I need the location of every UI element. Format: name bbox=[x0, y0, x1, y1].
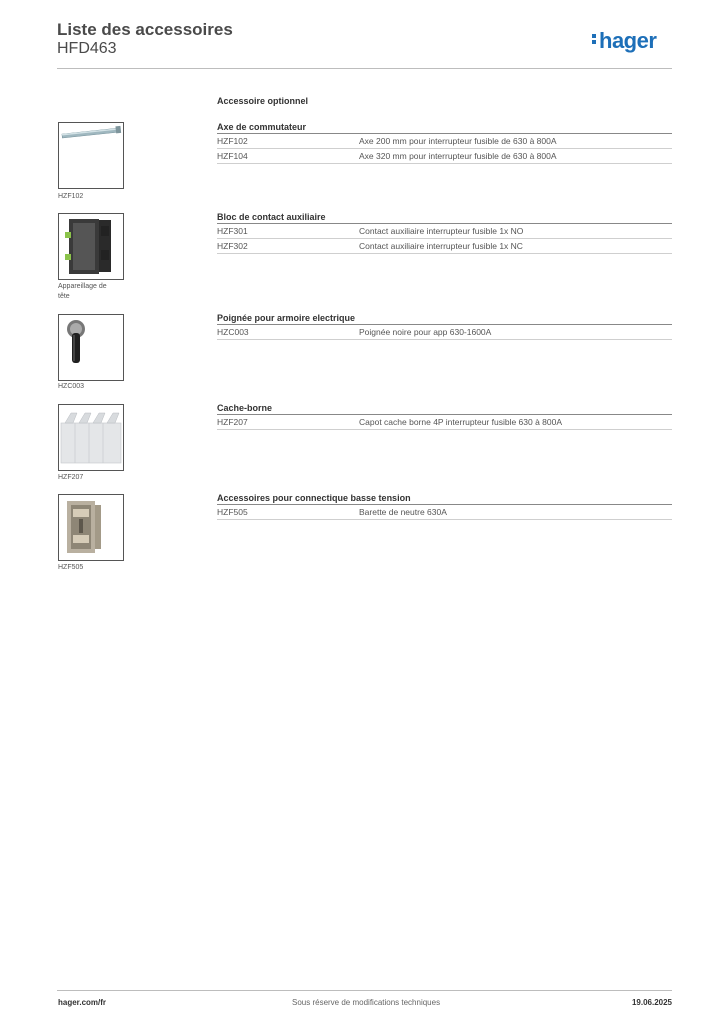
table-row: HZC003 Poignée noire pour app 630-1600A bbox=[217, 325, 672, 340]
group-title: Accessoires pour connectique basse tensi… bbox=[217, 493, 672, 505]
image-caption: HZF207 bbox=[58, 474, 84, 481]
logo-dots-icon bbox=[592, 32, 598, 46]
group-title: Bloc de contact auxiliaire bbox=[217, 212, 672, 224]
article-description: Axe 200 mm pour interrupteur fusible de … bbox=[359, 136, 557, 146]
accessory-group: Accessoires pour connectique basse tensi… bbox=[217, 493, 672, 520]
neutral-bar-icon bbox=[67, 501, 101, 553]
table-row: HZF104 Axe 320 mm pour interrupteur fusi… bbox=[217, 149, 672, 164]
auxiliary-contact-icon bbox=[65, 219, 111, 274]
image-caption: HZF505 bbox=[58, 564, 84, 571]
image-caption: HZF102 bbox=[58, 193, 84, 200]
header-divider bbox=[57, 68, 672, 69]
table-row: HZF301 Contact auxiliaire interrupteur f… bbox=[217, 224, 672, 239]
page-title: Liste des accessoires bbox=[57, 20, 233, 39]
section-title: Accessoire optionnel bbox=[217, 96, 309, 106]
table-row: HZF207 Capot cache borne 4P interrupteur… bbox=[217, 415, 672, 430]
terminal-cover-icon bbox=[60, 412, 122, 464]
switch-shaft-icon bbox=[61, 125, 122, 139]
footer-website-link[interactable]: hager.com/fr bbox=[58, 998, 107, 1007]
handle-icon bbox=[67, 320, 85, 363]
article-code: HZF505 bbox=[217, 507, 248, 517]
article-code: HZF301 bbox=[217, 226, 248, 236]
article-description: Contact auxiliaire interrupteur fusible … bbox=[359, 241, 523, 251]
table-row: HZF302 Contact auxiliaire interrupteur f… bbox=[217, 239, 672, 254]
image-caption: Appareillage de tête bbox=[58, 283, 107, 300]
footer-divider bbox=[57, 990, 672, 991]
accessory-group: Bloc de contact auxiliaire HZF301 Contac… bbox=[217, 212, 672, 254]
product-image-hzf102 bbox=[58, 122, 124, 189]
footer-date: 19.06.2025 bbox=[631, 998, 672, 1007]
footer-disclaimer: Sous réserve de modifications techniques bbox=[292, 998, 441, 1007]
hager-logo: hager bbox=[592, 28, 657, 54]
article-code: HZF302 bbox=[217, 241, 248, 251]
product-image-auxiliary-contact bbox=[58, 213, 124, 280]
product-image-hzf207 bbox=[58, 404, 124, 471]
accessory-group: Cache-borne HZF207 Capot cache borne 4P … bbox=[217, 403, 672, 430]
article-code: HZF102 bbox=[217, 136, 248, 146]
table-row: HZF505 Barette de neutre 630A bbox=[217, 505, 672, 520]
group-title: Axe de commutateur bbox=[217, 122, 672, 134]
article-description: Capot cache borne 4P interrupteur fusibl… bbox=[359, 417, 563, 427]
product-image-hzf505 bbox=[58, 494, 124, 561]
accessory-group: Poignée pour armoire electrique HZC003 P… bbox=[217, 313, 672, 340]
article-description: Contact auxiliaire interrupteur fusible … bbox=[359, 226, 524, 236]
image-caption: HZC003 bbox=[58, 383, 85, 390]
article-description: Barette de neutre 630A bbox=[359, 507, 447, 517]
table-row: HZF102 Axe 200 mm pour interrupteur fusi… bbox=[217, 134, 672, 149]
product-image-hzc003 bbox=[58, 314, 124, 381]
article-code: HZF207 bbox=[217, 417, 248, 427]
article-code: HZC003 bbox=[217, 327, 249, 337]
product-reference: HFD463 bbox=[57, 40, 117, 57]
accessory-group: Axe de commutateur HZF102 Axe 200 mm pou… bbox=[217, 122, 672, 164]
article-code: HZF104 bbox=[217, 151, 248, 161]
group-title: Cache-borne bbox=[217, 403, 672, 415]
group-title: Poignée pour armoire electrique bbox=[217, 313, 672, 325]
article-description: Poignée noire pour app 630-1600A bbox=[359, 327, 492, 337]
article-description: Axe 320 mm pour interrupteur fusible de … bbox=[359, 151, 557, 161]
